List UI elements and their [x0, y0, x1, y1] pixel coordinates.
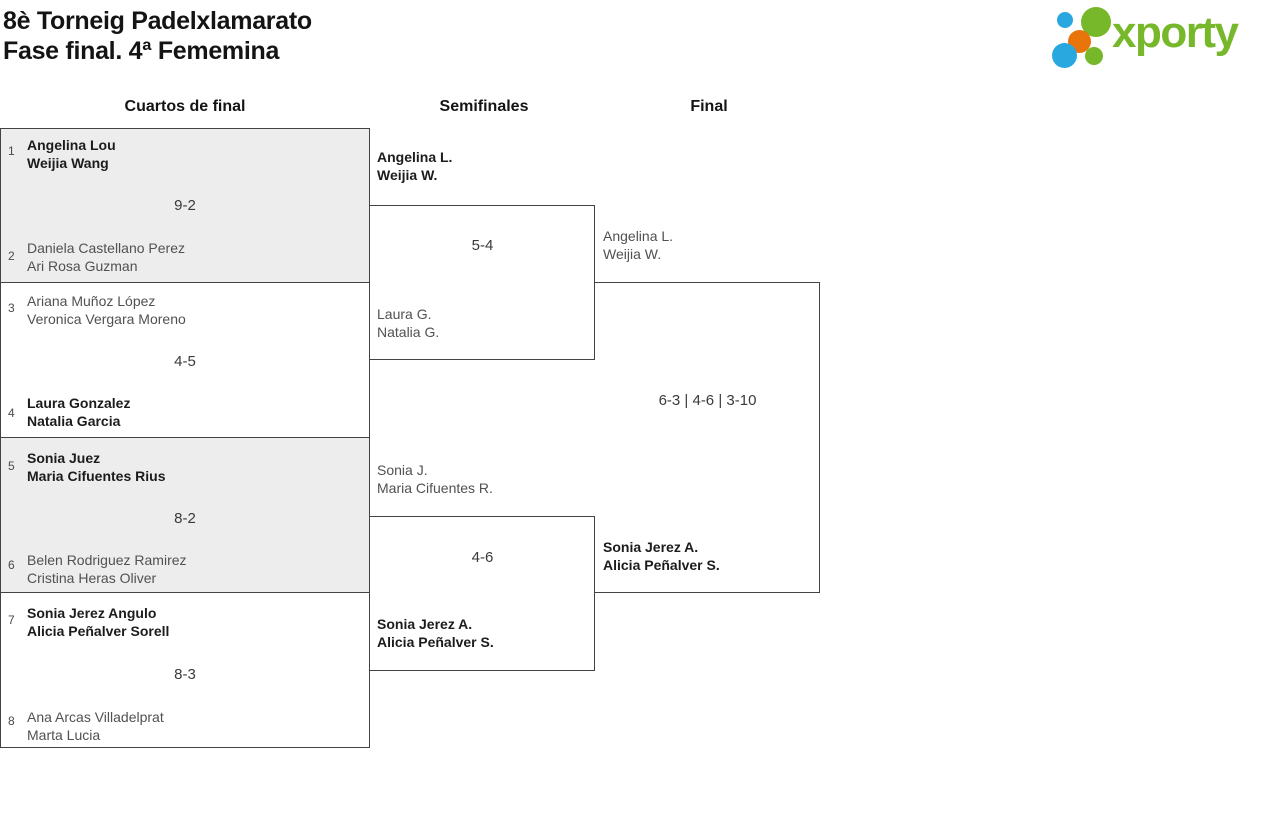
team-name-line: Sonia Juez [27, 450, 101, 466]
xporty-logo-text: xporty [1112, 8, 1239, 57]
final-match-connector [595, 282, 820, 593]
team-name-line: Natalia G. [377, 324, 440, 340]
qf3-seed-top: 5 [8, 459, 15, 473]
sf1-team-top: Angelina L. Weijia W. [377, 148, 452, 184]
team-name-line: Sonia Jerez A. [603, 539, 699, 555]
team-name-line: Maria Cifuentes R. [377, 480, 493, 496]
qf4-score: 8-3 [174, 666, 196, 683]
qf2-team-top: Ariana Muñoz López Veronica Vergara More… [27, 292, 186, 328]
final-team-bottom: Sonia Jerez A. Alicia Peñalver S. [603, 538, 720, 574]
team-name-line: Ari Rosa Guzman [27, 258, 138, 274]
qf4-team-top: Sonia Jerez Angulo Alicia Peñalver Sorel… [27, 604, 169, 640]
team-name-line: Ana Arcas Villadelprat [27, 709, 164, 725]
team-name-line: Angelina Lou [27, 137, 116, 153]
qf2-team-bottom: Laura Gonzalez Natalia Garcia [27, 394, 130, 430]
column-header-semifinals: Semifinales [439, 98, 529, 115]
qf3-team-bottom: Belen Rodriguez Ramirez Cristina Heras O… [27, 551, 187, 587]
sf1-score: 5-4 [471, 237, 494, 254]
team-name-line: Weijia W. [603, 246, 662, 262]
qf4-seed-bottom: 8 [8, 714, 15, 728]
team-name-line: Sonia Jerez A. [377, 616, 473, 632]
team-name-line: Marta Lucia [27, 727, 101, 743]
team-name-line: Alicia Peñalver S. [603, 557, 720, 573]
team-name-line: Alicia Peñalver S. [377, 634, 494, 650]
sf2-score: 4-6 [471, 549, 494, 566]
xporty-logo[interactable]: xporty [1050, 5, 1278, 70]
logo-dot-blue-small [1057, 12, 1073, 28]
team-name-line: Angelina L. [377, 149, 453, 165]
team-name-line: Laura G. [377, 306, 432, 322]
team-name-line: Weijia W. [377, 167, 438, 183]
qf-match-3-box [0, 437, 370, 593]
qf2-seed-bottom: 4 [8, 406, 15, 420]
qf-match-4-box [0, 592, 370, 748]
team-name-line: Ariana Muñoz López [27, 293, 156, 309]
sf-match-2-connector [370, 516, 595, 671]
sf-match-1-connector [370, 205, 595, 360]
team-name-line: Sonia J. [377, 462, 428, 478]
qf3-team-top: Sonia Juez Maria Cifuentes Rius [27, 449, 165, 485]
qf3-seed-bottom: 6 [8, 558, 15, 572]
team-name-line: Cristina Heras Oliver [27, 570, 157, 586]
team-name-line: Laura Gonzalez [27, 395, 131, 411]
qf1-team-top: Angelina Lou Weijia Wang [27, 136, 116, 172]
qf1-team-bottom: Daniela Castellano Perez Ari Rosa Guzman [27, 239, 185, 275]
sf2-team-top: Sonia J. Maria Cifuentes R. [377, 461, 493, 497]
qf1-score: 9-2 [174, 197, 196, 214]
column-header-final: Final [690, 98, 728, 115]
qf4-seed-top: 7 [8, 613, 15, 627]
team-name-line: Belen Rodriguez Ramirez [27, 552, 187, 568]
qf3-score: 8-2 [174, 510, 196, 527]
sf1-team-bottom: Laura G. Natalia G. [377, 305, 439, 341]
qf4-team-bottom: Ana Arcas Villadelprat Marta Lucia [27, 708, 164, 744]
qf2-score: 4-5 [174, 353, 196, 370]
qf1-seed-bottom: 2 [8, 249, 15, 263]
page-title-line-1: 8è Torneig Padelxlamarato [3, 7, 312, 35]
logo-dot-green-small [1085, 47, 1103, 65]
page-title-line-2: Fase final. 4ª Fememina [3, 37, 280, 65]
team-name-line: Alicia Peñalver Sorell [27, 623, 170, 639]
team-name-line: Veronica Vergara Moreno [27, 311, 186, 327]
team-name-line: Sonia Jerez Angulo [27, 605, 157, 621]
sf2-team-bottom: Sonia Jerez A. Alicia Peñalver S. [377, 615, 494, 651]
logo-dot-blue-medium [1052, 43, 1077, 68]
qf-match-1-box [0, 128, 370, 283]
qf-match-2-box [0, 282, 370, 438]
team-name-line: Natalia Garcia [27, 413, 121, 429]
column-header-quarterfinals: Cuartos de final [124, 98, 246, 115]
final-team-top: Angelina L. Weijia W. [603, 227, 673, 263]
team-name-line: Weijia Wang [27, 155, 109, 171]
team-name-line: Angelina L. [603, 228, 674, 244]
qf2-seed-top: 3 [8, 301, 15, 315]
team-name-line: Daniela Castellano Perez [27, 240, 185, 256]
team-name-line: Maria Cifuentes Rius [27, 468, 166, 484]
final-score: 6-3 | 4-6 | 3-10 [658, 392, 757, 409]
qf1-seed-top: 1 [8, 144, 15, 158]
